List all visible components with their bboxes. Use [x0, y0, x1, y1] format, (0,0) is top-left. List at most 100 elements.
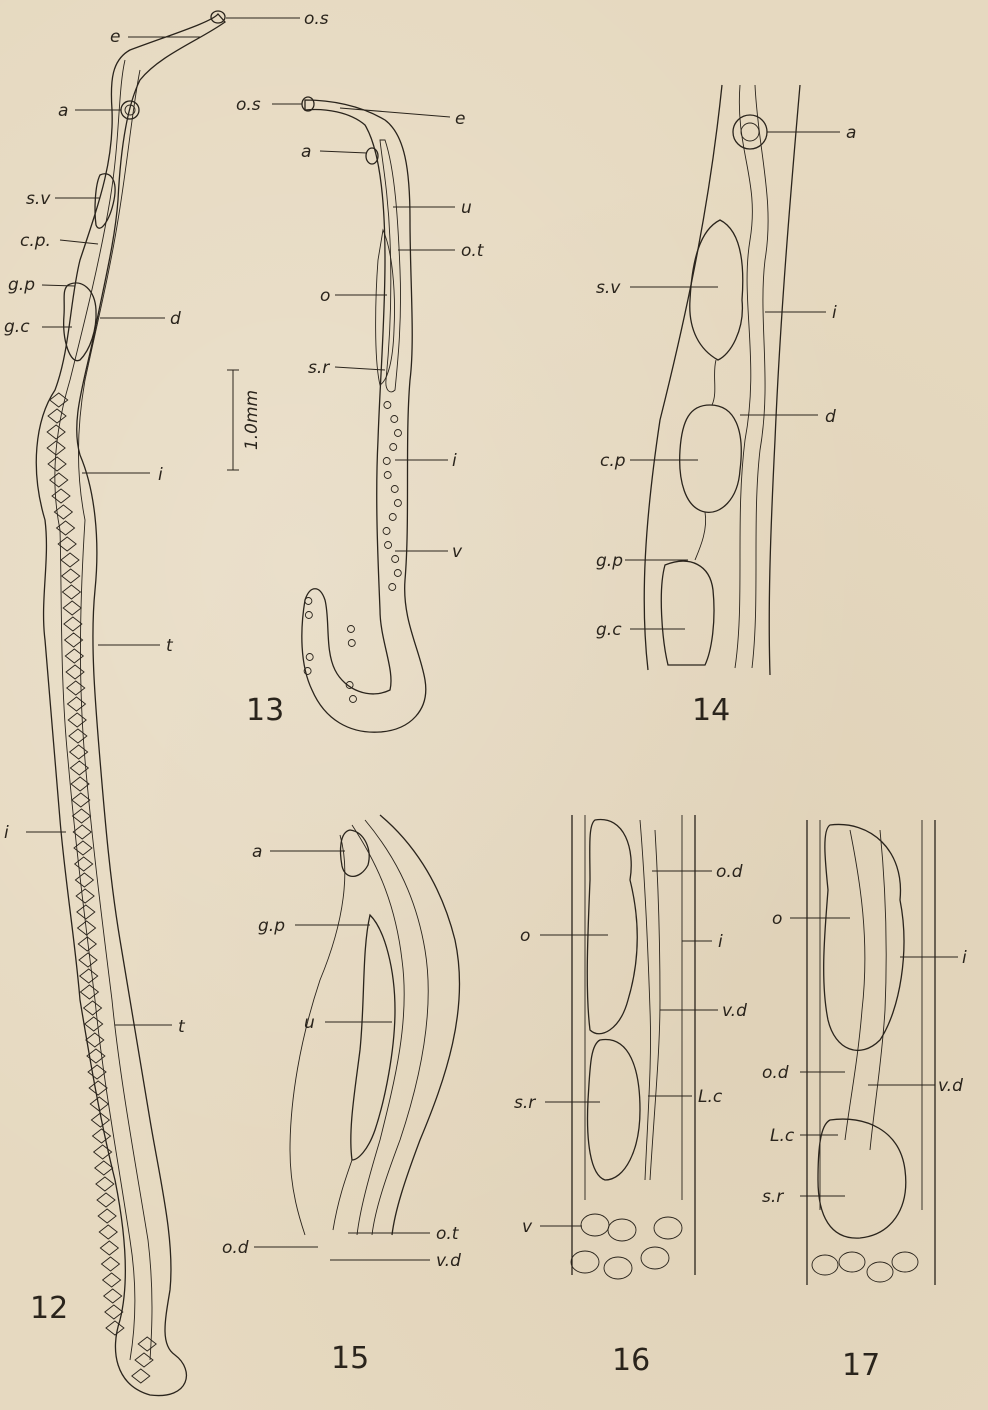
vitelline-cell	[641, 1247, 669, 1269]
fig16-vitelline-duct	[650, 830, 660, 1180]
fig17-label-i: i	[962, 948, 967, 968]
fig14-seminal-vesicle	[690, 220, 743, 360]
fig14-label-gp: g.p	[596, 551, 623, 571]
fig15-label-ot: o.t	[436, 1224, 460, 1244]
fig14-label-gc: g.c	[596, 620, 622, 640]
vitelline-follicle	[305, 598, 312, 605]
figure-number-16: 16	[612, 1343, 650, 1378]
fig12-label-t1: t	[166, 636, 174, 656]
fig17-vitelline-duct	[870, 830, 886, 1150]
fig15-label-u: u	[304, 1013, 315, 1033]
testis-cell	[101, 1257, 119, 1271]
fig14-label-d: d	[825, 407, 836, 427]
fig13-label-v: v	[452, 542, 463, 562]
fig13-label-sr: s.r	[308, 358, 330, 378]
fig12-label-os: o.s	[304, 9, 329, 29]
vitelline-cell	[867, 1262, 893, 1282]
vitelline-follicle	[389, 584, 396, 591]
fig12-label-i1: i	[158, 465, 163, 485]
fig16-label-lc: L.c	[698, 1087, 723, 1107]
fig14-body-wall-left	[644, 85, 722, 670]
fig12-label-sv: s.v	[26, 189, 51, 209]
scale-bar-label: 1.0mm	[242, 390, 262, 450]
figure-16	[571, 815, 695, 1279]
testis-cell	[68, 713, 86, 727]
testis-cell	[72, 793, 90, 807]
testis-cell	[106, 1321, 124, 1335]
testis-cell	[79, 953, 97, 967]
fig16-ovary	[587, 820, 637, 1034]
fig13-label-i: i	[452, 451, 457, 471]
vitelline-cell	[839, 1252, 865, 1272]
vitelline-follicle	[384, 472, 391, 479]
vitelline-cell	[604, 1257, 632, 1279]
fig17-label-vd: v.d	[938, 1076, 963, 1096]
testis-cell	[98, 1209, 116, 1223]
fig17-vitelline-cells	[812, 1252, 918, 1282]
fig16-vitelline-cells	[571, 1214, 682, 1279]
testis-cell	[86, 1033, 104, 1047]
figure-13	[302, 97, 426, 732]
testis-cell	[48, 457, 66, 471]
vitelline-cell	[608, 1219, 636, 1241]
vitelline-follicle	[391, 486, 398, 493]
fig12-leader-cp	[60, 240, 98, 244]
testis-cell	[96, 1177, 114, 1191]
fig15-label-gp: g.p	[258, 916, 285, 936]
vitelline-follicle	[392, 556, 399, 563]
fig12-testis-cells	[47, 393, 156, 1383]
testis-cell	[76, 889, 94, 903]
scale-bar: 1.0mm	[227, 370, 262, 470]
fig13-leader-a	[320, 151, 367, 153]
fig12-label-d: d	[170, 309, 181, 329]
fig17-ovary	[824, 824, 904, 1050]
testis-cell	[69, 729, 87, 743]
fig12-label-e: e	[110, 27, 120, 47]
fig14-intestine	[735, 85, 752, 668]
fig17-label-o: o	[772, 909, 782, 929]
fig15-oviduct	[333, 1160, 352, 1230]
vitelline-follicle	[390, 444, 397, 451]
testis-cell	[62, 569, 80, 583]
fig15-uterus	[351, 915, 395, 1160]
fig12-inner-wall-2	[79, 70, 152, 1360]
vitelline-follicle	[383, 528, 390, 535]
figure-15	[290, 815, 460, 1235]
fig16-label-vd: v.d	[722, 1001, 747, 1021]
fig17-label-sr: s.r	[762, 1187, 784, 1207]
fig13-label-u: u	[461, 198, 472, 218]
fig14-intestine-2	[752, 85, 768, 668]
figure-number-14: 14	[692, 693, 730, 728]
fig13-oral-sucker	[302, 97, 314, 111]
fig12-inner-wall	[55, 60, 135, 1360]
fig15-label-od: o.d	[222, 1238, 249, 1258]
testis-cell	[66, 665, 84, 679]
testis-cell	[75, 857, 93, 871]
fig16-label-od: o.d	[716, 862, 743, 882]
testis-cell	[48, 409, 66, 423]
fig14-body-wall-right	[769, 85, 800, 675]
figure-17	[807, 820, 935, 1285]
testis-cell	[93, 1129, 111, 1143]
fig14-acetabulum	[733, 115, 767, 149]
fig17-label-od: o.d	[762, 1063, 789, 1083]
figure-number-15: 15	[331, 1341, 369, 1376]
testis-cell	[84, 1001, 102, 1015]
vitelline-follicle	[391, 416, 398, 423]
testis-cell	[64, 617, 82, 631]
vitelline-cell	[892, 1252, 918, 1272]
vitelline-follicle	[348, 640, 355, 647]
fig13-body-outline	[302, 100, 426, 732]
fig12-oral-sucker	[211, 11, 225, 23]
fig16-label-sr: s.r	[514, 1093, 536, 1113]
fig14-label-i: i	[832, 303, 837, 323]
fig16-oviduct	[640, 820, 651, 1180]
fig13-label-ot: o.t	[461, 241, 485, 261]
testis-cell	[138, 1337, 156, 1351]
testis-cell	[80, 985, 98, 999]
vitelline-follicle	[305, 612, 312, 619]
fig16-seminal-receptacle	[588, 1040, 640, 1180]
fig17-label-lc: L.c	[770, 1126, 795, 1146]
fig15-wall-1	[365, 820, 428, 1235]
